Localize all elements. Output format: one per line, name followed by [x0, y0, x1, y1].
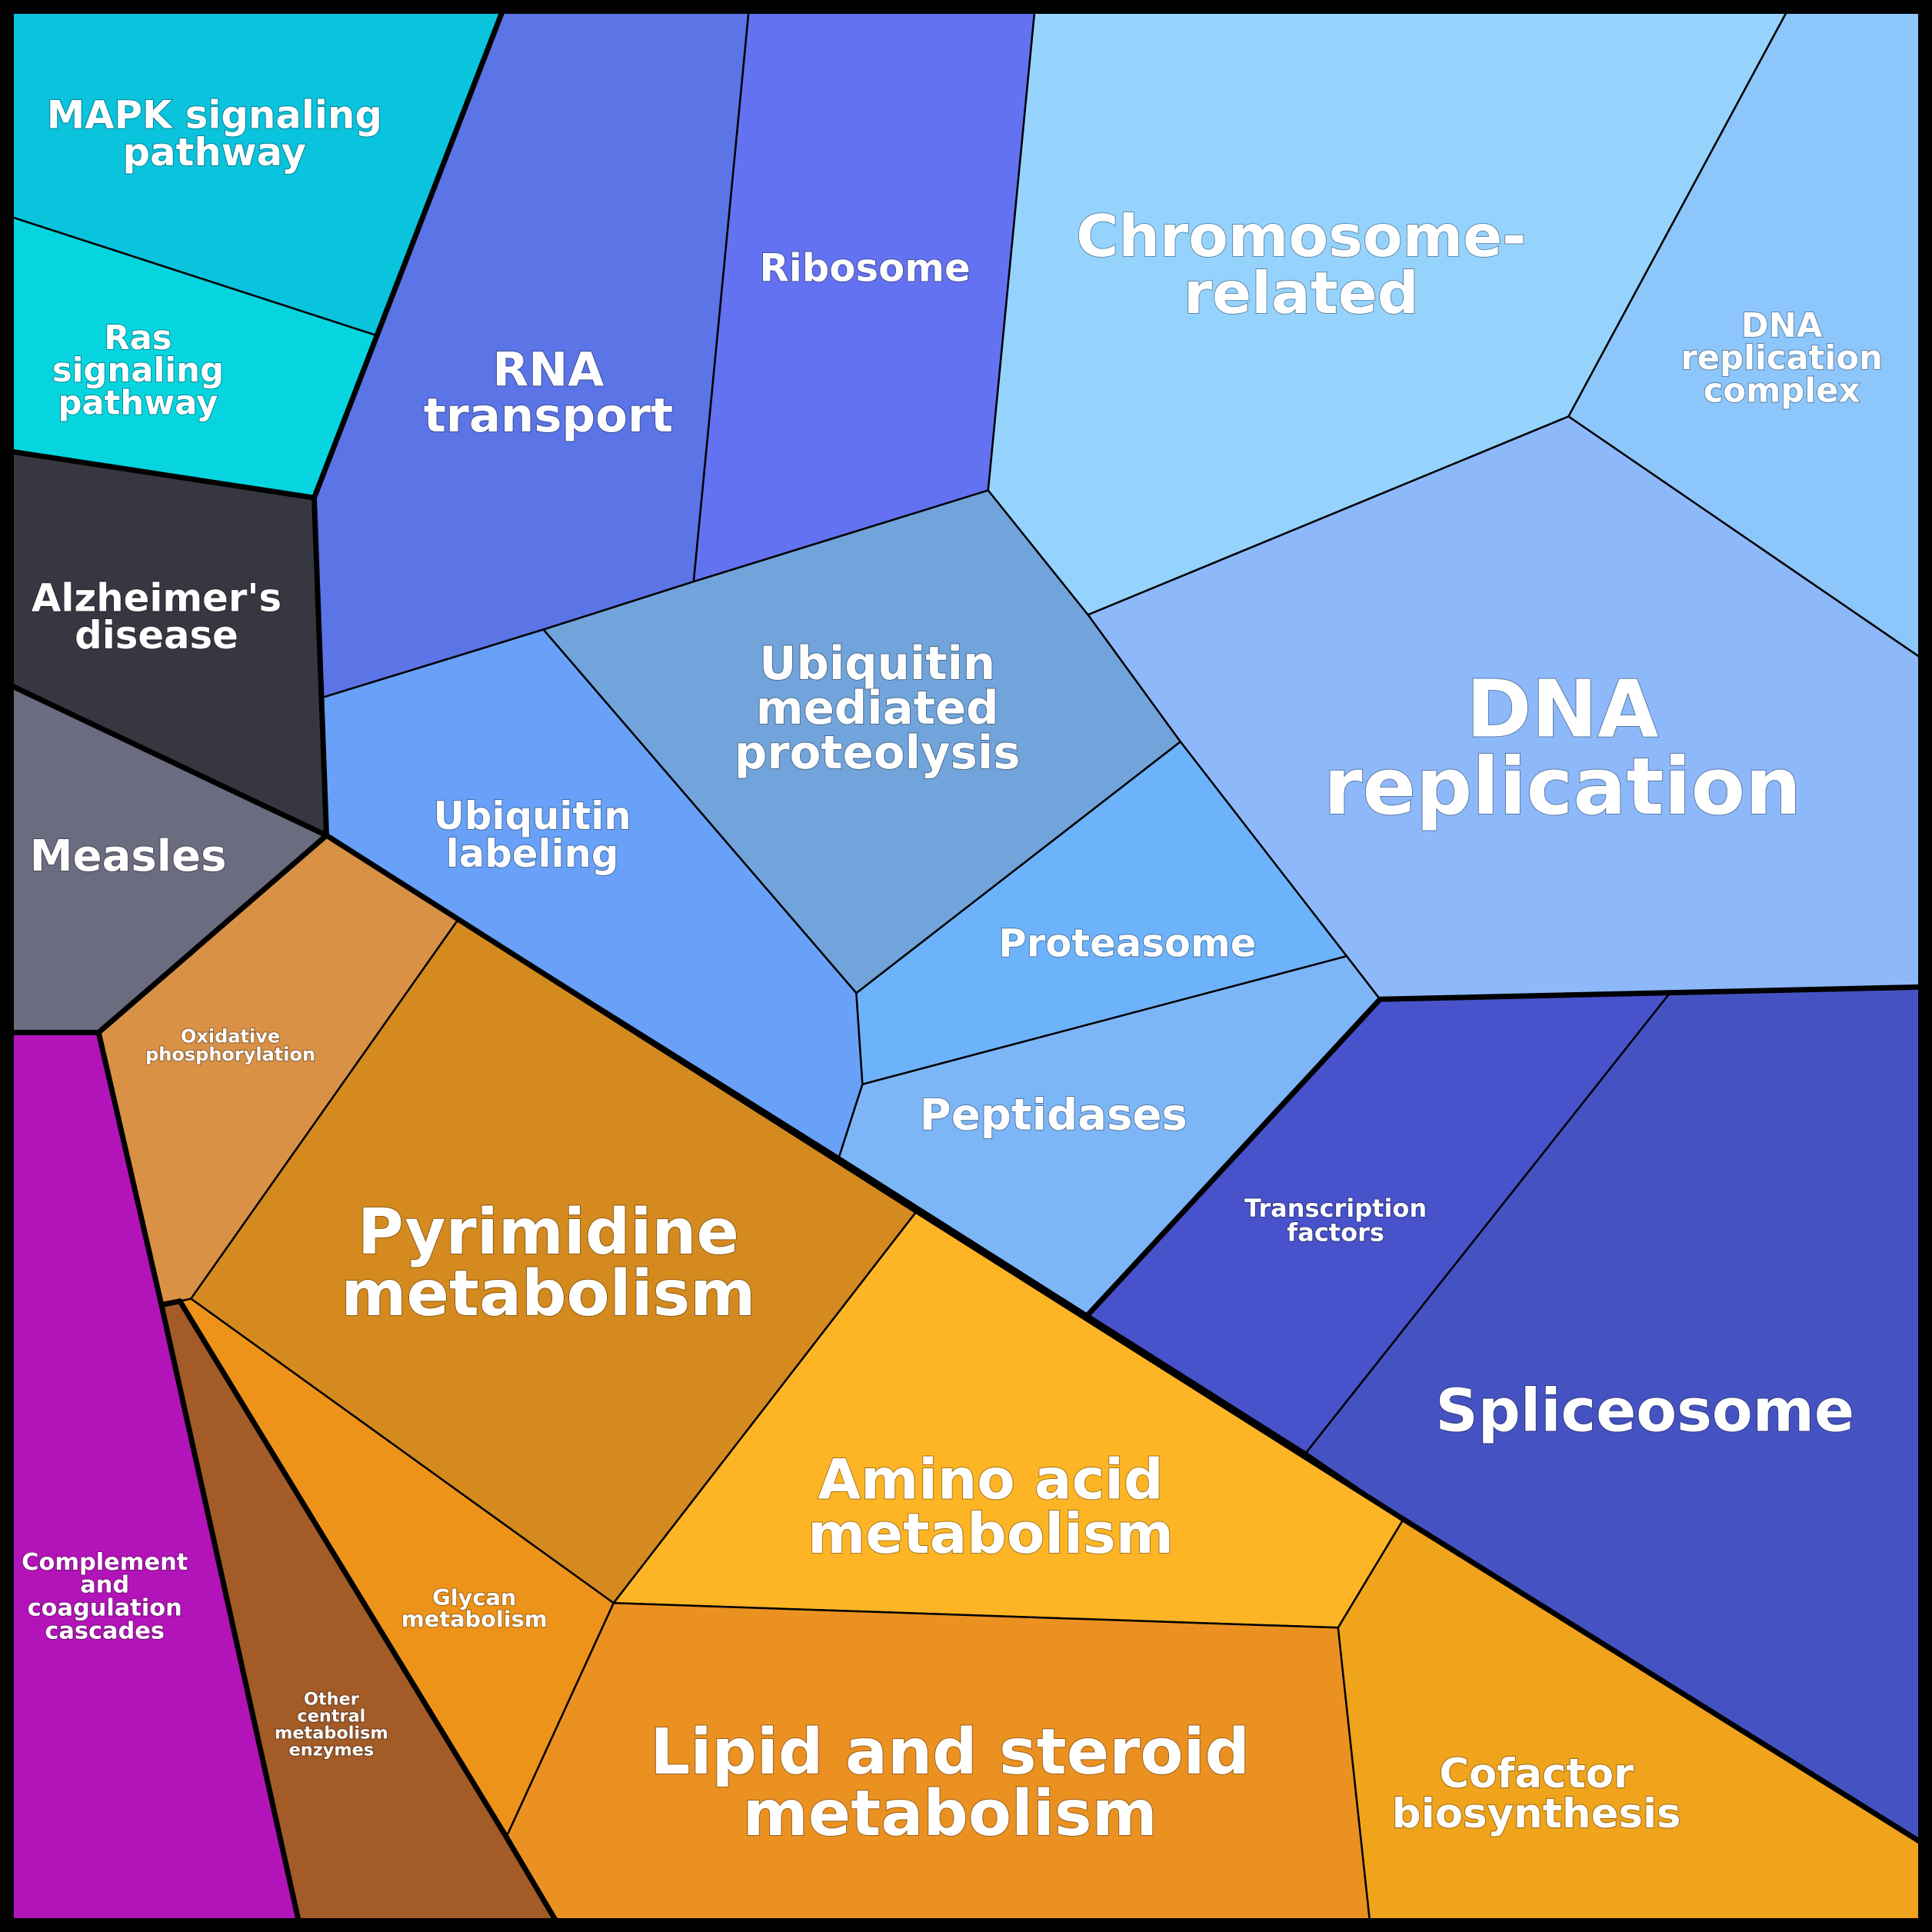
label-line: Oxidative — [181, 1025, 280, 1047]
label-line: replication — [1324, 741, 1801, 833]
label-line: biosynthesis — [1392, 1790, 1681, 1837]
label-line: metabolism — [743, 1777, 1158, 1850]
label-line: Glycan — [432, 1584, 516, 1611]
label-peptidases: Peptidases — [920, 1090, 1188, 1140]
label-line: and — [80, 1572, 129, 1599]
label-line: RNA — [492, 343, 604, 398]
label-line: Peptidases — [920, 1090, 1188, 1140]
group-border — [311, 498, 329, 836]
label-line: cascades — [45, 1617, 165, 1644]
group-borders — [6, 6, 1927, 1927]
label-line: Spliceosome — [1435, 1377, 1854, 1445]
label-proteasome: Proteasome — [998, 921, 1256, 965]
label-line: DNA — [1741, 307, 1823, 345]
group-border — [6, 681, 328, 838]
label-line: transport — [424, 388, 673, 443]
label-line: proteolysis — [734, 726, 1021, 779]
label-line: phosphorylation — [145, 1044, 315, 1065]
label-line: Ras — [104, 319, 172, 358]
label-line: metabolism — [401, 1606, 548, 1632]
group-border — [1086, 984, 1925, 1317]
label-ribosome: Ribosome — [760, 246, 971, 291]
label-line: metabolism — [275, 1723, 388, 1743]
label-line: Transcription — [1244, 1194, 1427, 1223]
label-line: Other — [304, 1689, 359, 1709]
label-line: Proteasome — [998, 921, 1256, 965]
label-line: Ubiquitin — [434, 794, 631, 838]
label-line: Chromosome- — [1076, 202, 1526, 270]
label-line: MAPK signaling — [47, 93, 382, 138]
label-line: factors — [1287, 1217, 1384, 1247]
label-line: DNA — [1466, 665, 1658, 756]
group-border — [161, 1298, 561, 1927]
label-line: Complement — [22, 1549, 188, 1576]
label-line: pathway — [58, 385, 218, 423]
label-line: metabolism — [808, 1502, 1174, 1567]
label-line: Cofactor — [1439, 1750, 1634, 1797]
label-spliceosome: Spliceosome — [1435, 1377, 1854, 1445]
label-line: signaling — [52, 351, 224, 390]
label-line: enzymes — [289, 1740, 375, 1760]
label-line: Amino acid — [818, 1447, 1163, 1512]
label-line: metabolism — [341, 1257, 755, 1331]
label-line: Pyrimidine — [358, 1196, 739, 1269]
label-line: related — [1184, 259, 1419, 327]
label-line: labeling — [446, 831, 619, 876]
label-line: coagulation — [28, 1595, 182, 1622]
group-border — [325, 833, 1927, 1847]
label-line: central — [297, 1706, 365, 1726]
label-line: Lipid and steroid — [650, 1716, 1250, 1789]
label-measles: Measles — [30, 831, 227, 881]
label-line: disease — [75, 613, 238, 658]
label-line: Measles — [30, 831, 227, 881]
cells-layer — [6, 6, 1926, 1926]
label-chromosome: Chromosome-related — [1076, 202, 1526, 327]
label-line: complex — [1704, 372, 1860, 411]
label-line: mediated — [756, 681, 999, 734]
label-line: replication — [1681, 339, 1882, 378]
label-line: Alzheimer's — [32, 576, 281, 621]
label-line: Ubiquitin — [759, 637, 995, 690]
label-line: pathway — [123, 130, 307, 175]
label-line: Ribosome — [760, 246, 971, 291]
